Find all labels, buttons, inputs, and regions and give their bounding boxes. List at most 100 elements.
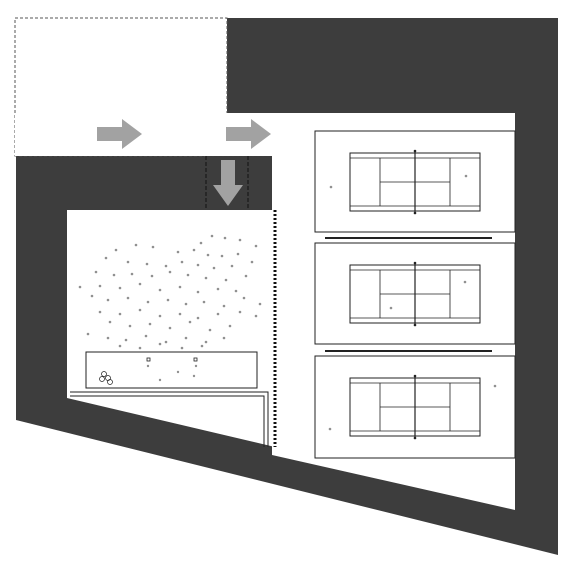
seat-dot: [126, 296, 130, 300]
seat-dot: [150, 274, 154, 278]
seat-dot: [204, 276, 208, 280]
seat-dot: [238, 238, 242, 242]
net-post: [413, 323, 417, 327]
player-dot: [389, 306, 393, 310]
seat-dot: [164, 264, 168, 268]
seat-dot: [224, 278, 228, 282]
seat-dot: [94, 270, 98, 274]
seat-dot: [78, 285, 82, 289]
seat-dot: [200, 344, 204, 348]
seat-dot: [144, 334, 148, 338]
seat-dot: [108, 320, 112, 324]
seat-dot: [180, 346, 184, 350]
seat-dot: [222, 336, 226, 340]
seat-dot: [208, 328, 212, 332]
seat-dot: [138, 308, 142, 312]
seat-dot: [206, 253, 210, 257]
counter-dot: [194, 364, 198, 368]
seat-dot: [223, 236, 227, 240]
net-post: [413, 261, 417, 265]
seat-dot: [180, 260, 184, 264]
seat-dot: [158, 342, 162, 346]
seat-dot: [238, 310, 242, 314]
seat-dot: [158, 288, 162, 292]
seat-dot: [254, 244, 258, 248]
seat-dot: [148, 322, 152, 326]
seat-dot: [220, 254, 224, 258]
seat-dot: [98, 310, 102, 314]
seat-dot: [112, 273, 116, 277]
arrow-right-2: [226, 119, 271, 149]
seat-dot: [126, 260, 130, 264]
seat-dot: [216, 312, 220, 316]
player-dot: [464, 174, 468, 178]
court-1: [314, 130, 516, 233]
seat-dot: [114, 248, 118, 252]
net-post: [413, 211, 417, 215]
arrow-shape: [97, 119, 142, 149]
seat-dot: [188, 320, 192, 324]
seat-dot: [199, 241, 203, 245]
counter-circle: [99, 376, 105, 382]
seat-dot: [166, 298, 170, 302]
seat-dot: [186, 273, 190, 277]
seat-dot: [106, 336, 110, 340]
seat-dot: [118, 312, 122, 316]
seat-dot: [184, 336, 188, 340]
seat-dot: [254, 314, 258, 318]
seat-dot: [86, 332, 90, 336]
seat-dot: [216, 287, 220, 291]
counter-marker: [146, 357, 151, 362]
seat-dot: [158, 314, 162, 318]
counter-marker: [193, 357, 198, 362]
net-post: [413, 149, 417, 153]
court-2: [314, 242, 516, 345]
counter-circle: [101, 371, 107, 377]
seat-dot: [258, 302, 262, 306]
seat-dot: [130, 272, 134, 276]
seat-dot: [236, 252, 240, 256]
seat-dot: [138, 346, 142, 350]
counter-box: [85, 351, 258, 389]
seat-dot: [212, 266, 216, 270]
seat-dot: [204, 340, 208, 344]
player-dot: [493, 384, 497, 388]
seat-dot: [168, 326, 172, 330]
net-post: [413, 436, 417, 440]
counter-dot: [192, 374, 196, 378]
seat-dot: [168, 270, 172, 274]
player-dot: [329, 185, 333, 189]
seat-dot: [118, 286, 122, 290]
seating-hall-bottom-line-inner: [70, 395, 265, 447]
arrow-down: [213, 160, 243, 206]
seat-dot: [90, 294, 94, 298]
player-dot: [328, 427, 332, 431]
seat-dot: [202, 300, 206, 304]
seat-dot: [178, 285, 182, 289]
seat-dot: [176, 250, 180, 254]
seat-dot: [228, 324, 232, 328]
seat-dot: [118, 344, 122, 348]
seat-dot: [146, 300, 150, 304]
seat-dot: [128, 324, 132, 328]
arrow-shape: [213, 160, 243, 206]
seating-dots: [78, 234, 262, 350]
arrow-shape: [226, 119, 271, 149]
seat-dot: [250, 260, 254, 264]
seat-dot: [104, 256, 108, 260]
seat-dot: [234, 289, 238, 293]
seat-dot: [106, 298, 110, 302]
seat-dot: [98, 284, 102, 288]
counter-dot: [176, 370, 180, 374]
seat-dot: [192, 248, 196, 252]
seat-dot: [138, 282, 142, 286]
counter-details: [99, 357, 198, 385]
net-post: [413, 374, 417, 378]
seat-dot: [244, 274, 248, 278]
seat-dot: [210, 234, 214, 238]
seat-dot: [124, 338, 128, 342]
seat-dot: [196, 263, 200, 267]
seat-dot: [230, 264, 234, 268]
seat-dot: [151, 245, 155, 249]
